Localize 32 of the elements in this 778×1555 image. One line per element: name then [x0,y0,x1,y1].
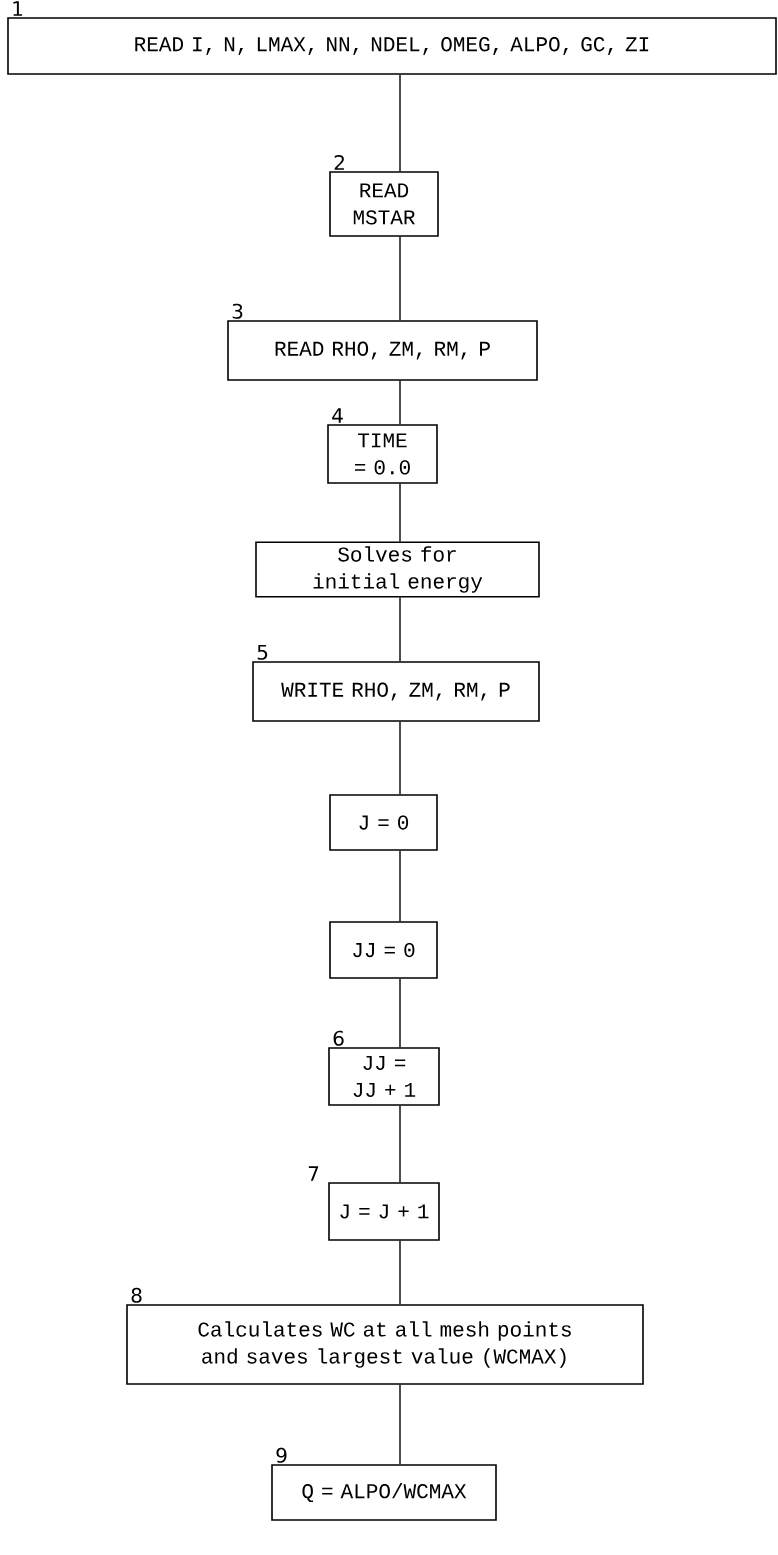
step-number: 2 [334,154,344,170]
connector-line [399,483,401,543]
connector-line [399,1240,401,1305]
process-box: WRITE RHO, ZM, RM, P [252,661,540,722]
step-number: 6 [333,1030,344,1046]
process-box: TIME = 0.0 [327,424,438,484]
process-box: J = J + 1 [328,1182,440,1241]
step-number: 1 [13,1,23,16]
step-number: 5 [257,644,268,660]
process-box: READ RHO, ZM, RM, P [227,320,538,381]
process-box: READ MSTAR [329,171,439,237]
connector-line [399,721,401,795]
connector-line [399,596,401,662]
process-box: Q = ALPO/WCMAX [271,1464,497,1521]
process-box: READ I, N, LMAX, NN, NDEL, OMEG, ALPO, GC, ZI [7,17,777,75]
process-box: Calculates WC at all mesh points and saves largest value (WCMAX) [126,1304,644,1385]
connector-line [399,1105,401,1183]
step-number: 3 [232,303,243,319]
connector-line [399,236,401,321]
step-number: 7 [308,1166,319,1181]
connector-line [399,380,401,425]
connector-line [399,1384,401,1465]
process-box: Solves for initial energy [255,541,540,598]
step-number: 4 [332,408,343,423]
connector-line [399,850,401,922]
step-number: 8 [131,1287,142,1303]
process-box: JJ = 0 [329,921,438,979]
connector-line [399,978,401,1048]
process-box: JJ = JJ + 1 [328,1047,440,1106]
process-box: J = 0 [329,794,438,851]
connector-line [399,74,401,172]
step-number: 9 [276,1447,287,1463]
